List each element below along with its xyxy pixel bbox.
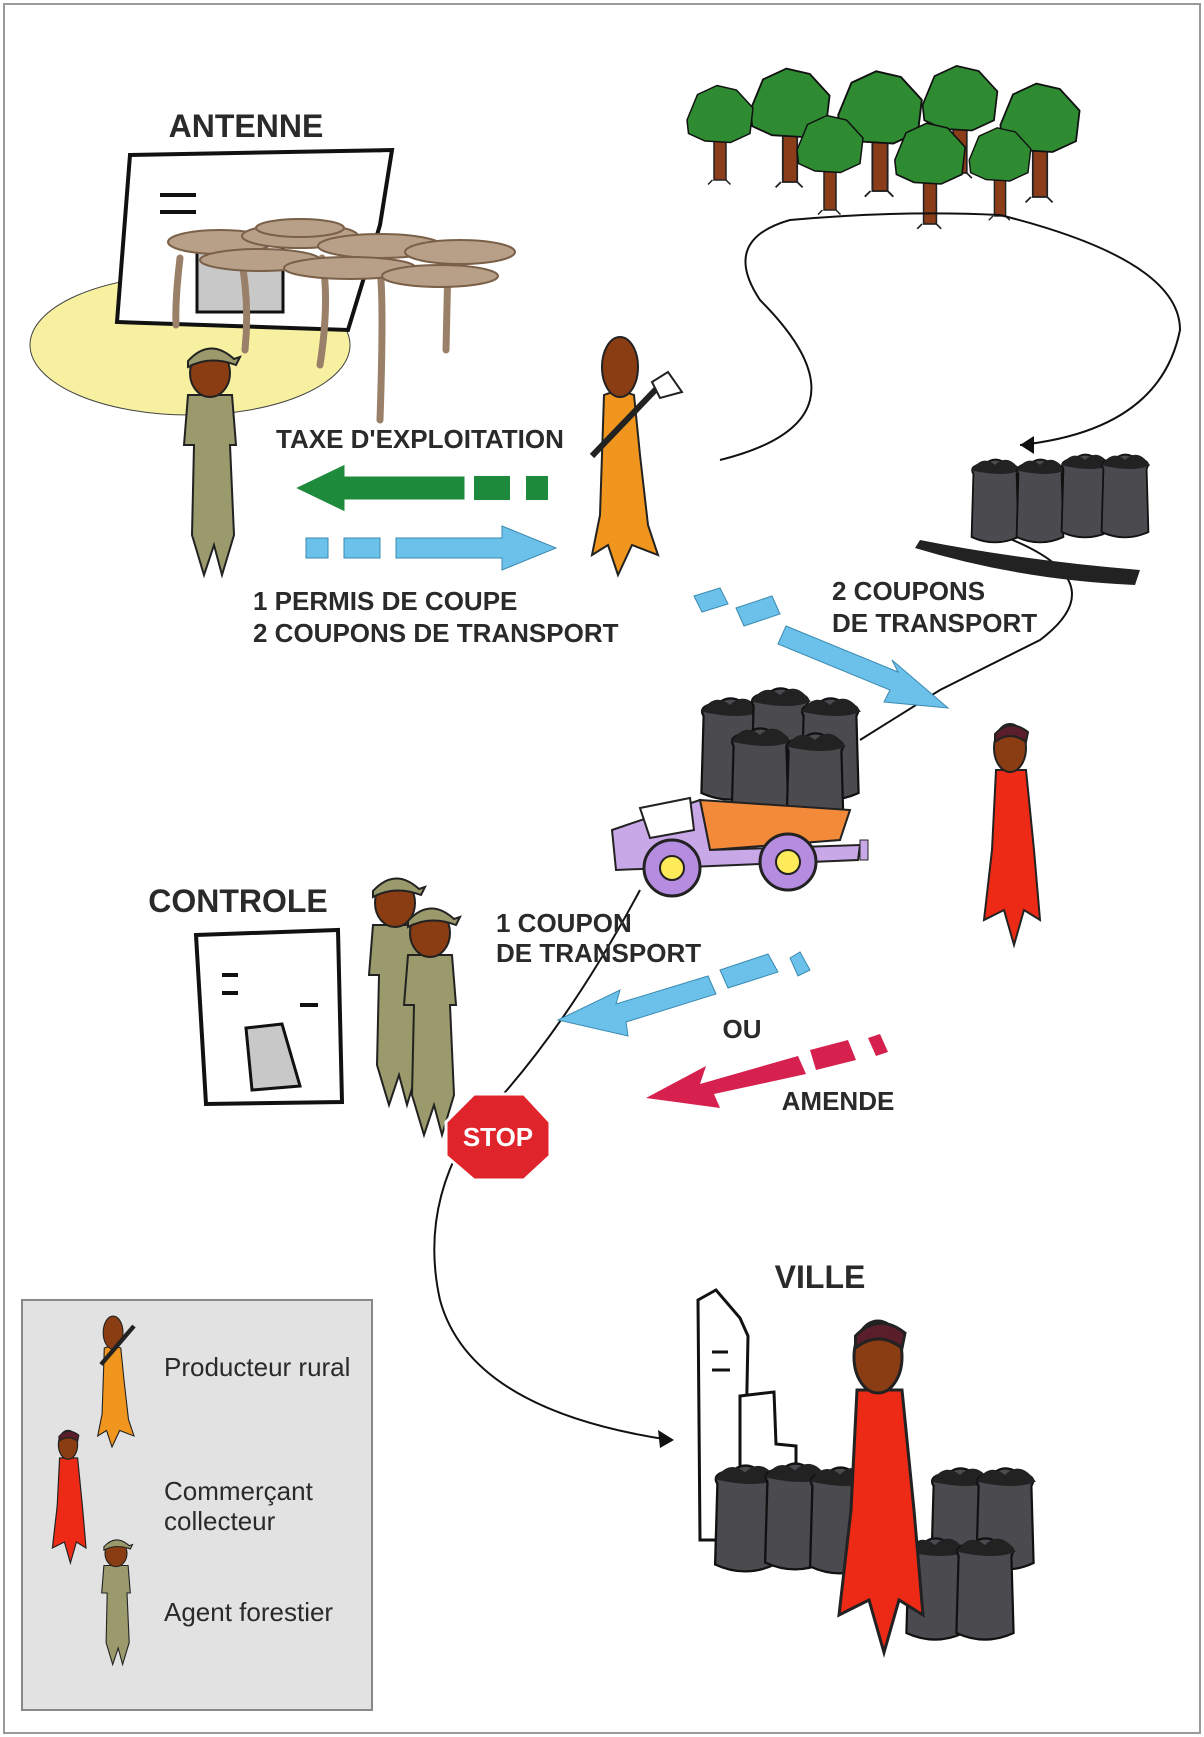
legend-commercant-1: Commerçant [164, 1476, 314, 1506]
place-ville: VILLE [775, 1259, 866, 1295]
truck-icon [610, 687, 869, 898]
legend-producteur: Producteur rural [164, 1352, 350, 1382]
producteur-figure [589, 336, 684, 576]
label-coupons-1: 2 COUPONS [832, 576, 985, 606]
coupons-arrow [693, 587, 950, 709]
legend-producteur-icon [97, 1315, 136, 1448]
label-ou: OU [723, 1014, 762, 1044]
building-icon [193, 927, 345, 1107]
permis-arrow [305, 525, 558, 571]
coupon-arrow [556, 951, 811, 1037]
route-arrowhead [658, 1430, 674, 1448]
hut-icon [29, 147, 516, 424]
label-taxe: TAXE D'EXPLOITATION [276, 424, 564, 454]
legend: Producteur rural Commerçant collecteur A… [21, 1299, 373, 1711]
label-coupons-2: DE TRANSPORT [832, 608, 1037, 638]
route-lines [433, 212, 1182, 1441]
label-amende: AMENDE [782, 1086, 895, 1116]
label-coupon-2: DE TRANSPORT [496, 938, 701, 968]
legend-commercant-2: collecteur [164, 1506, 276, 1536]
label-permis-1: 1 PERMIS DE COUPE [253, 586, 517, 616]
stop-sign-icon: STOP [444, 1092, 552, 1182]
amende-arrow [646, 1034, 888, 1108]
legend-agent: Agent forestier [164, 1597, 333, 1627]
place-controle: CONTROLE [148, 883, 328, 919]
city-icon [696, 1288, 1037, 1641]
stop-label: STOP [463, 1122, 533, 1152]
label-permis-2: 2 COUPONS DE TRANSPORT [253, 618, 619, 648]
taxe-arrow [293, 463, 548, 513]
route-arrowhead [1020, 436, 1034, 454]
place-antenne: ANTENNE [169, 108, 324, 144]
label-coupon-1: 1 COUPON [496, 908, 632, 938]
charcoal-sacks-icon [915, 453, 1152, 585]
